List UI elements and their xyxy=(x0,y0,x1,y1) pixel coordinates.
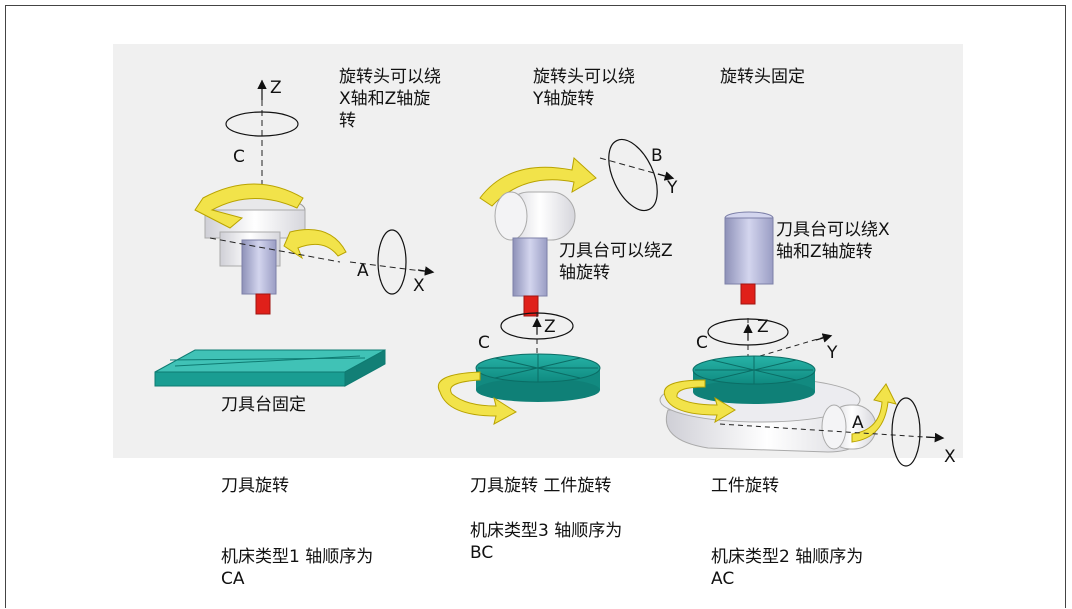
machine-type-col2-line1: 机床类型3 轴顺序为 xyxy=(470,521,623,541)
table-c-illustration xyxy=(437,312,601,425)
machine-type-col1-line1: 机床类型1 轴顺序为 xyxy=(221,547,374,567)
axis-z-col1: Z xyxy=(270,78,282,98)
table-ac-illustration xyxy=(659,318,945,467)
label-table-xz: 刀具台可以绕X 轴和Z轴旋转 xyxy=(776,219,890,263)
machine-type-col3: 机床类型2 轴顺序为 AC xyxy=(711,546,863,590)
machine-type-col1-line2: CA xyxy=(221,569,245,589)
axis-b-col2: B xyxy=(651,146,663,166)
fixed-table-illustration xyxy=(154,349,386,387)
label-head-xz-line3: 转 xyxy=(339,111,356,131)
axis-x-col3: X xyxy=(944,447,956,467)
axis-c-col3: C xyxy=(696,333,708,353)
label-head-y-line1: 旋转头可以绕 xyxy=(533,67,635,87)
axis-x-col1: X xyxy=(413,276,425,296)
label-table-z-line1: 刀具台可以绕Z xyxy=(559,241,673,261)
head-b-illustration xyxy=(479,138,675,317)
axis-z-col2: Z xyxy=(544,317,556,337)
machine-type-col2: 机床类型3 轴顺序为 BC xyxy=(470,520,622,564)
label-head-xz-line2: X轴和Z轴旋 xyxy=(339,89,431,109)
diagram-frame xyxy=(5,5,1066,608)
label-table-xz-line2: 轴和Z轴旋转 xyxy=(776,242,873,262)
axis-a-col1: A xyxy=(357,261,369,281)
caption-col2: 刀具旋转 工件旋转 xyxy=(470,476,612,496)
machine-type-col3-line2: AC xyxy=(711,569,735,589)
label-table-fixed: 刀具台固定 xyxy=(221,395,306,415)
head-ca-illustration xyxy=(194,79,435,315)
caption-col1: 刀具旋转 xyxy=(221,476,289,496)
label-head-xz-line1: 旋转头可以绕 xyxy=(339,67,441,87)
axis-z-col3: Z xyxy=(757,317,769,337)
label-table-xz-line1: 刀具台可以绕X xyxy=(776,220,890,240)
machine-type-col1: 机床类型1 轴顺序为 CA xyxy=(221,546,373,590)
fixed-head-illustration xyxy=(724,211,774,305)
machine-type-col3-line1: 机床类型2 轴顺序为 xyxy=(711,547,864,567)
label-head-xz: 旋转头可以绕 X轴和Z轴旋 转 xyxy=(339,66,441,132)
label-head-y-line2: Y轴旋转 xyxy=(533,89,595,109)
caption-col3: 工件旋转 xyxy=(711,476,779,496)
label-head-y: 旋转头可以绕 Y轴旋转 xyxy=(533,66,635,110)
axis-y-col3: Y xyxy=(827,343,838,363)
axis-c-col2: C xyxy=(478,333,490,353)
axis-a-col3: A xyxy=(852,413,864,433)
label-table-z-line2: 轴旋转 xyxy=(559,263,610,283)
label-table-z: 刀具台可以绕Z 轴旋转 xyxy=(559,240,673,284)
axis-c-col1: C xyxy=(233,147,245,167)
label-head-fixed: 旋转头固定 xyxy=(720,67,805,87)
machine-type-col2-line2: BC xyxy=(470,543,494,563)
axis-y-col2: Y xyxy=(667,178,678,198)
